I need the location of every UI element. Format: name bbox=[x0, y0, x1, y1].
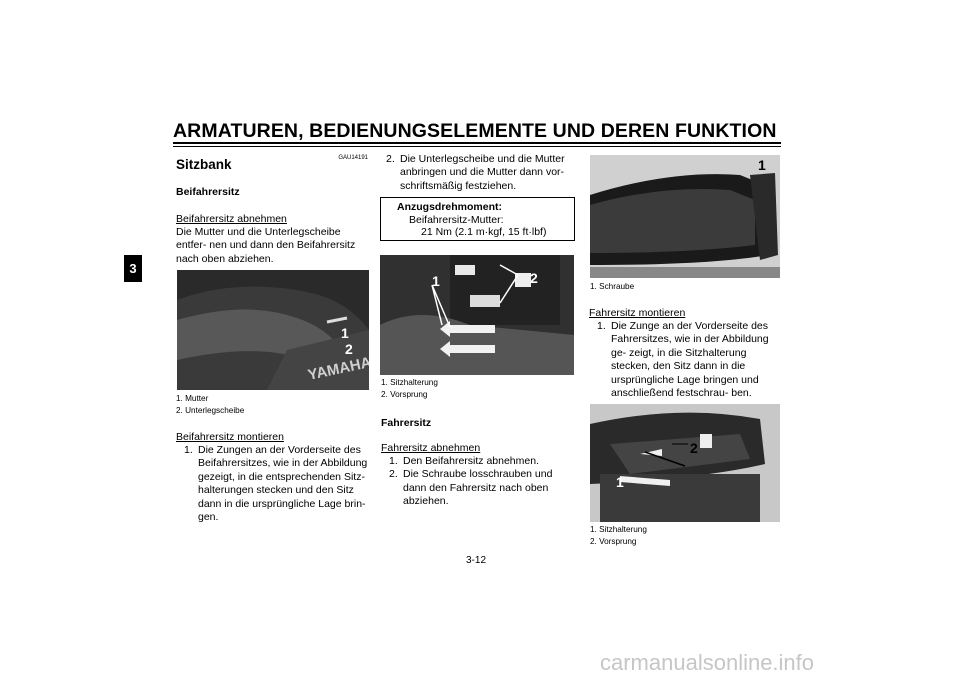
step-number: 2. bbox=[386, 153, 395, 165]
callout-2: 2 bbox=[530, 270, 538, 286]
rider-remove-steps: 1. Den Beifahrersitz abnehmen. 2. Die Sc… bbox=[389, 455, 575, 509]
photo1-caption: 1. Mutter 2. Unterlegscheibe bbox=[176, 393, 244, 417]
torque-label: Anzugsdrehmoment: bbox=[397, 201, 502, 213]
rider-seat-holder-photo: 1 2 bbox=[590, 404, 780, 522]
list-item: 2. Die Unterlegscheibe und die Mutter an… bbox=[386, 153, 576, 193]
photo3-caption: 1. Schraube bbox=[590, 281, 634, 293]
install-heading: Beifahrersitz montieren bbox=[176, 431, 284, 443]
caption-line: 1. Sitzhalterung bbox=[590, 525, 647, 534]
section-title: Sitzbank bbox=[176, 157, 232, 172]
subsection-title: Beifahrersitz bbox=[176, 186, 240, 198]
step-number: 1. bbox=[389, 455, 398, 467]
list-item: 1. Die Zungen an der Vorderseite des Bei… bbox=[184, 444, 370, 524]
rider-remove-heading: Fahrersitz abnehmen bbox=[381, 442, 481, 454]
remove-heading: Beifahrersitz abnehmen bbox=[176, 213, 287, 225]
watermark: carmanualsonline.info bbox=[600, 650, 815, 675]
step-text: Die Schraube losschrauben und dann den F… bbox=[403, 468, 553, 508]
callout-1: 1 bbox=[616, 474, 624, 490]
remove-text: Die Mutter und die Unterlegscheibe entfe… bbox=[176, 226, 356, 265]
step-number: 1. bbox=[597, 320, 606, 332]
step-text: Den Beifahrersitz abnehmen. bbox=[403, 455, 539, 467]
chapter-tab: 3 bbox=[124, 255, 142, 282]
passenger-seat-photo: YAMAHA 1 2 bbox=[177, 270, 369, 390]
step-number: 2. bbox=[389, 468, 398, 481]
rider-install-heading: Fahrersitz montieren bbox=[589, 307, 686, 319]
caption-line: 1. Mutter bbox=[176, 394, 209, 403]
callout-2: 2 bbox=[690, 440, 698, 456]
caption-line: 2. Vorsprung bbox=[381, 390, 428, 399]
step-text: Die Zunge an der Vorderseite des Fahrers… bbox=[611, 320, 769, 400]
step-text: Die Unterlegscheibe und die Mutter anbri… bbox=[400, 153, 565, 192]
photo2-caption: 1. Sitzhalterung 2. Vorsprung bbox=[381, 377, 438, 401]
rider-seat-photo: 1 bbox=[590, 155, 780, 278]
callout-1: 1 bbox=[432, 273, 440, 289]
seat-holder-photo: 1 2 bbox=[380, 255, 574, 375]
caption-line: 2. Vorsprung bbox=[590, 537, 637, 546]
install-steps: 1. Die Zungen an der Vorderseite des Bei… bbox=[184, 444, 370, 524]
col2-steps: 2. Die Unterlegscheibe und die Mutter an… bbox=[386, 153, 576, 193]
caption-line: 1. Sitzhalterung bbox=[381, 378, 438, 387]
callout-1: 1 bbox=[341, 325, 349, 341]
list-item: 1. Die Zunge an der Vorderseite des Fahr… bbox=[597, 320, 783, 400]
rider-install-steps: 1. Die Zunge an der Vorderseite des Fahr… bbox=[597, 320, 783, 400]
subsection-title-rider: Fahrersitz bbox=[381, 417, 432, 429]
step-text: Die Zungen an der Vorderseite des Beifah… bbox=[198, 444, 368, 524]
header-rule bbox=[173, 142, 781, 144]
callout-1: 1 bbox=[758, 157, 766, 173]
list-item: 2. Die Schraube losschrauben und dann de… bbox=[389, 468, 575, 508]
callout-2: 2 bbox=[345, 341, 353, 357]
torque-value: 21 Nm (2.1 m·kgf, 15 ft·lbf) bbox=[421, 226, 547, 238]
list-item: 1. Den Beifahrersitz abnehmen. bbox=[389, 455, 575, 468]
photo4-caption: 1. Sitzhalterung 2. Vorsprung bbox=[590, 524, 647, 548]
step-number: 1. bbox=[184, 444, 193, 456]
caption-line: 1. Schraube bbox=[590, 282, 635, 291]
header-rule-thin bbox=[173, 146, 781, 147]
caption-line: 2. Unterlegscheibe bbox=[176, 406, 245, 415]
page-number: 3-12 bbox=[466, 555, 487, 566]
section-code: GAU14191 bbox=[338, 155, 368, 161]
torque-item: Beifahrersitz-Mutter: bbox=[409, 213, 504, 226]
torque-box: Anzugsdrehmoment: Beifahrersitz-Mutter: … bbox=[380, 197, 575, 241]
page-title: ARMATUREN, BEDIENUNGSELEMENTE UND DEREN … bbox=[173, 120, 777, 142]
